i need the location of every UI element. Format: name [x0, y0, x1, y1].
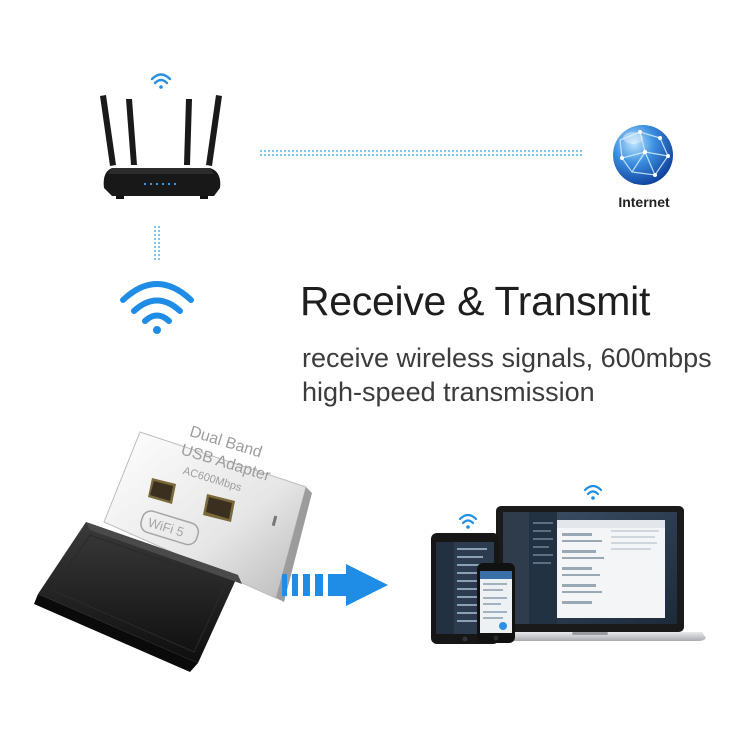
arrow-right-icon — [282, 564, 388, 606]
headline: Receive & Transmit — [300, 278, 651, 324]
router-icon — [100, 95, 222, 199]
wifi-icon — [150, 73, 172, 89]
globe-label: Internet — [618, 194, 670, 210]
devices-image — [431, 484, 706, 644]
usb-adapter-image: Dual Band USB Adapter AC600Mbps WiFi 5 — [34, 423, 312, 672]
network-link-line — [260, 150, 584, 156]
wifi-icon — [120, 281, 194, 334]
subtitle-line-2: high-speed transmission — [302, 377, 595, 407]
signal-link-line — [154, 226, 160, 262]
globe-icon — [613, 125, 673, 185]
subtitle-line-1: receive wireless signals, 600mbps — [302, 343, 712, 373]
